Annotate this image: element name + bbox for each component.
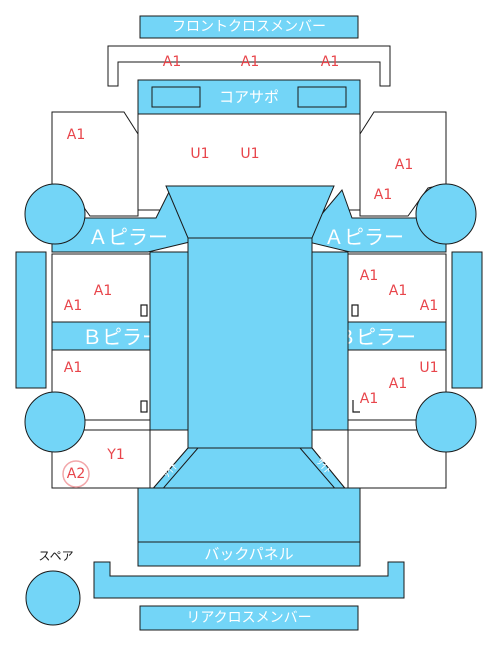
trunk-lid (137, 487, 361, 543)
wheel-front-left (24, 183, 86, 245)
code-front-left-door-2: A1 (64, 298, 82, 314)
code-right-fender-2: A1 (374, 187, 392, 203)
code-circled: A2 (67, 466, 85, 482)
right-roof-rail (309, 251, 349, 431)
rear-bumper (93, 561, 405, 599)
code-front-right-door-1: A1 (360, 268, 378, 284)
code-rear-right-door-3: A1 (360, 391, 378, 407)
wheel-rear-left (24, 391, 86, 453)
back-panel (137, 541, 361, 567)
front-right-door (345, 253, 447, 323)
left-roof-rail (149, 251, 189, 431)
a-pillar-right-label: Ａピラー (324, 225, 404, 249)
right-side-sill (451, 251, 483, 389)
roof (187, 237, 313, 449)
code-rear-left-quarter: Y1 (106, 447, 124, 463)
code-front-cross-1: A1 (163, 54, 181, 70)
right-rear-quarter (347, 429, 447, 489)
b-pillar-right-label: Ｂピラー (336, 325, 416, 349)
code-front-cross-3: A1 (321, 54, 339, 70)
code-front-right-door-2: A1 (389, 283, 407, 299)
door-handle-rear-right (352, 400, 360, 413)
front-bumper-outline (107, 45, 391, 87)
wheel-front-right (415, 183, 477, 245)
code-front-cross-2: A1 (241, 54, 259, 70)
headlight-right (297, 86, 347, 108)
code-core-1: U1 (190, 146, 209, 162)
code-rear-right-door-1: U1 (419, 360, 438, 376)
code-front-left-door-1: A1 (94, 283, 112, 299)
b-pillar-left-label: Ｂピラー (82, 325, 162, 349)
spare-tire (25, 570, 81, 626)
door-handle-front-left (140, 304, 148, 317)
circled-code-marker (62, 460, 90, 488)
code-left-fender: A1 (67, 127, 85, 143)
front-cross-member-label: フロントクロスメンバー (172, 19, 326, 35)
windshield (165, 185, 335, 239)
code-right-fender-1: A1 (395, 157, 413, 173)
rear-window (148, 447, 350, 493)
headlight-left (151, 86, 201, 108)
back-panel-label: バックパネル (204, 545, 293, 563)
code-rear-right-door-2: A1 (389, 376, 407, 392)
left-side-sill (15, 251, 47, 389)
rear-cross-member (139, 605, 359, 631)
front-cross-member (139, 15, 359, 39)
spare-label: スペア (38, 549, 73, 563)
rear-cross-member-label: リアクロスメンバー (186, 610, 311, 626)
door-handle-rear-left (140, 400, 148, 413)
code-rear-left-door: A1 (64, 360, 82, 376)
front-left-door (51, 253, 153, 323)
code-core-2: U1 (240, 146, 259, 162)
code-front-right-door-3: A1 (420, 298, 438, 314)
door-handle-front-right (351, 304, 359, 317)
a-pillar-left-label: Ａピラー (88, 225, 168, 249)
wheel-rear-right (415, 391, 477, 453)
core-support-label: コアサポ (219, 88, 279, 106)
